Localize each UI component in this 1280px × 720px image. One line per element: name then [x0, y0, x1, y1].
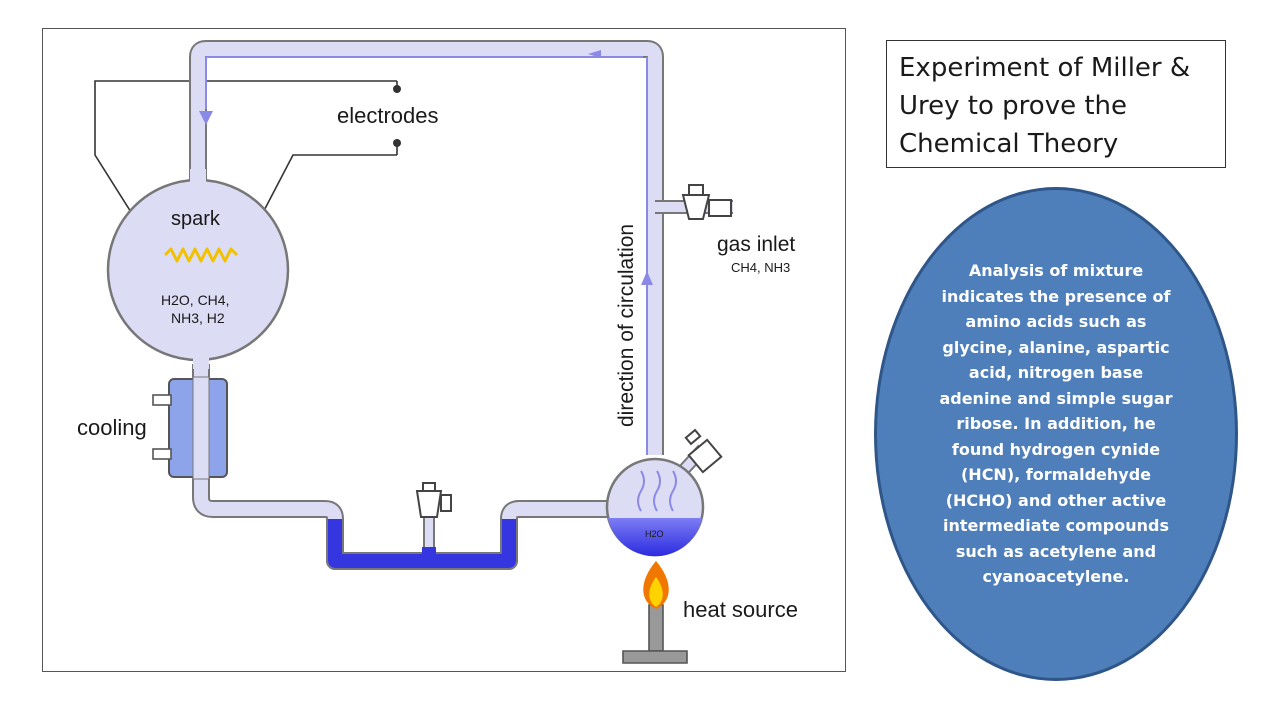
water-label: H2O [645, 529, 664, 539]
slide-title: Experiment of Miller & Urey to prove the… [899, 53, 1191, 159]
diagram-frame: electrodes spark H2O, CH4, NH3, H2 cooli… [42, 28, 846, 672]
cooling-tube-inner [192, 376, 210, 480]
direction-label: direction of circulation [615, 224, 638, 427]
arrow-icon [641, 271, 653, 285]
cooling-port-bottom [152, 448, 172, 460]
info-ellipse: Analysis of mixture indicates the presen… [874, 187, 1238, 681]
cooling-port-top [152, 394, 172, 406]
u-tube-water [328, 519, 516, 568]
heat-source-label: heat source [683, 597, 798, 622]
gas-inlet-gases: CH4, NH3 [731, 260, 790, 275]
stopcock-icon [415, 482, 452, 518]
steam-lines [637, 470, 677, 512]
stopcock-icon [684, 428, 723, 474]
title-box: Experiment of Miller & Urey to prove the… [886, 40, 1226, 168]
info-text: Analysis of mixture indicates the presen… [939, 261, 1173, 587]
flask-water [608, 518, 702, 557]
stopcock-icon [681, 184, 732, 220]
spark-label: spark [171, 208, 221, 230]
spark-flask [106, 178, 290, 362]
miller-urey-apparatus: electrodes spark H2O, CH4, NH3, H2 cooli… [77, 40, 798, 664]
flask-gases-line1: H2O, CH4, [161, 292, 229, 308]
arrow-icon [199, 111, 213, 125]
flask-top-neck [190, 169, 206, 193]
tube-fill [191, 42, 662, 568]
electrodes-label: electrodes [337, 103, 439, 128]
gas-inlet-label: gas inlet [717, 233, 795, 256]
flame-icon [643, 561, 669, 609]
flask-bottom-neck [193, 349, 209, 369]
flask-gases-line2: NH3, H2 [171, 310, 225, 326]
circulation-arrows [205, 56, 648, 455]
burner-icon [622, 604, 688, 664]
spark-icon [163, 247, 239, 263]
arrow-icon [588, 50, 601, 58]
cooling-label: cooling [77, 415, 147, 440]
